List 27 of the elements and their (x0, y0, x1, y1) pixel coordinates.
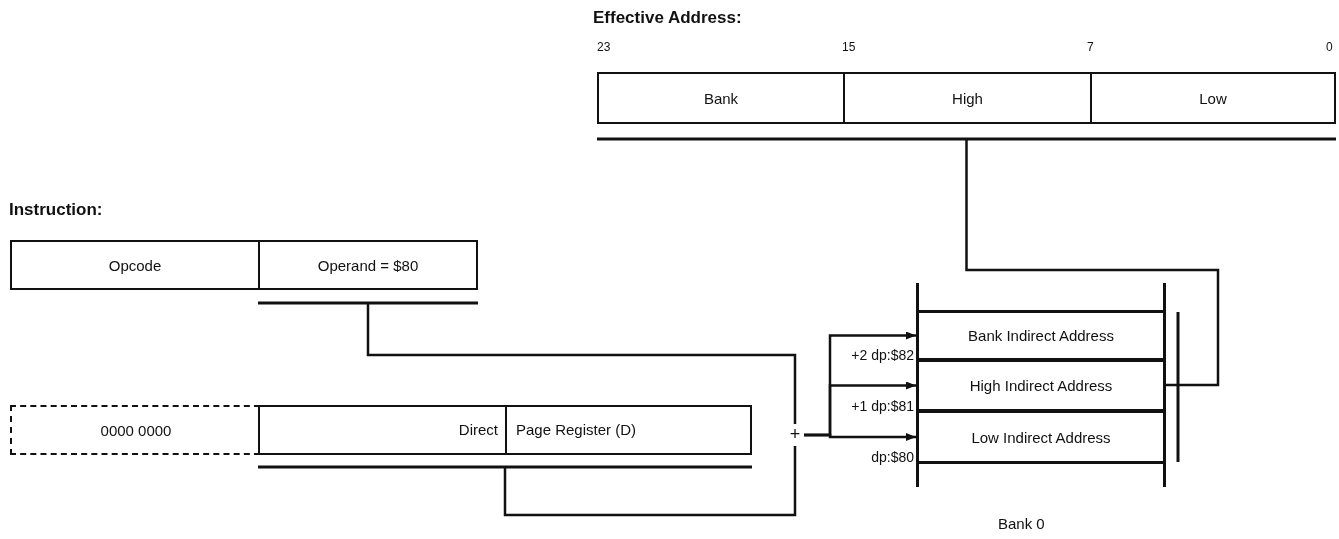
register-box (258, 405, 752, 455)
register-field: 0000 0000 (10, 405, 260, 455)
bit-number: 7 (1087, 40, 1094, 54)
register-field: High (843, 72, 1092, 124)
register-field: Low (1090, 72, 1336, 124)
memory-cell: High Indirect Address (916, 359, 1166, 412)
address-label: dp:$80 (870, 449, 914, 465)
field-label: Direct (458, 421, 498, 438)
bit-number: 0 (1326, 40, 1333, 54)
connector-line (503, 446, 797, 517)
sum-sign: + (786, 424, 804, 446)
memory-cell: Low Indirect Address (916, 410, 1166, 464)
bit-number: 23 (597, 40, 611, 54)
register-field: Bank (597, 72, 845, 124)
instruction-field: Opcode (10, 240, 260, 290)
heading: Instruction: (9, 200, 103, 220)
address-label: +2 dp:$82 (850, 347, 914, 363)
address-label: +1 dp:$81 (850, 398, 914, 414)
field-label: Page Register (D) (516, 421, 637, 438)
connector-line (804, 331, 916, 437)
instruction-field: Operand = $80 (258, 240, 478, 290)
heading: Effective Address: (593, 8, 742, 28)
bank-caption: Bank 0 (998, 515, 1045, 532)
connector-line (965, 140, 1220, 387)
bit-number: 15 (842, 40, 856, 54)
memory-cell: Bank Indirect Address (916, 310, 1166, 361)
connector-line (366, 304, 797, 424)
